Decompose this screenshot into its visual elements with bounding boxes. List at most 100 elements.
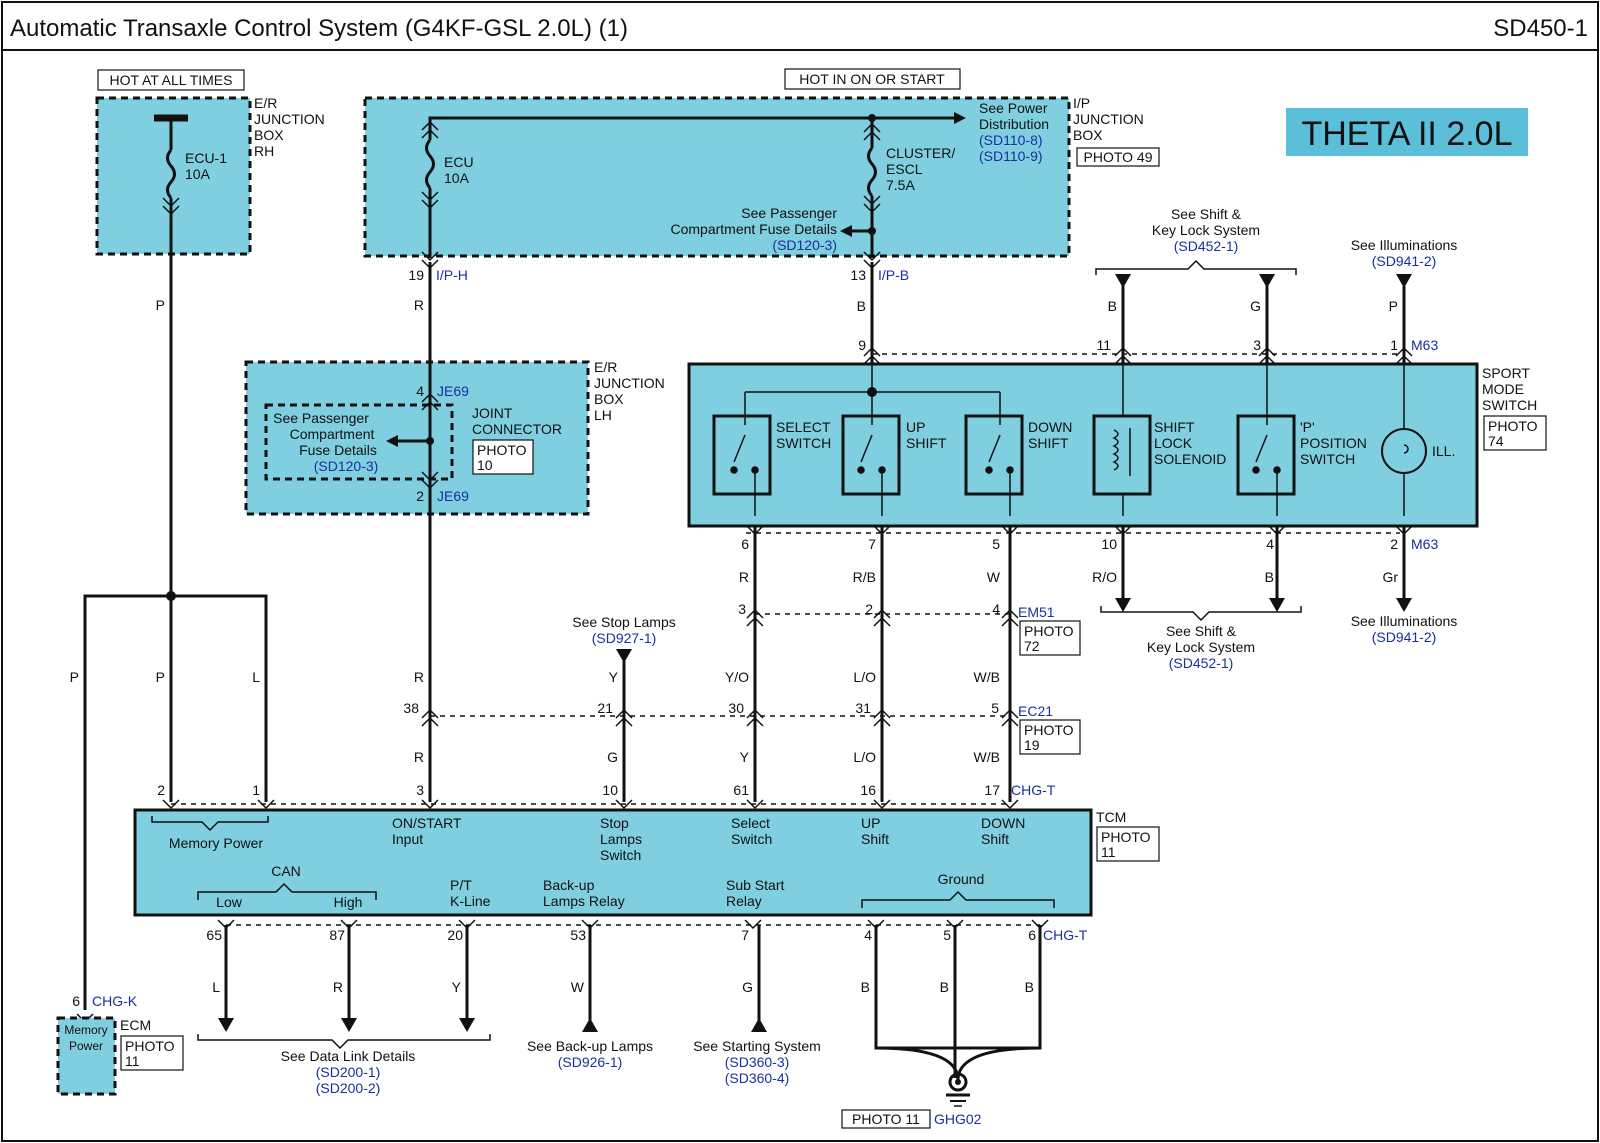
tcm-photo-tag: [1096, 826, 1160, 862]
sport-switch-name-3: SWITCH: [1482, 397, 1537, 413]
ipb-pin: 13: [850, 267, 866, 283]
em51-photo-2: 72: [1024, 638, 1040, 654]
je69-bottom-conn: JE69: [437, 488, 469, 504]
tcm-pin-7: 7: [741, 927, 749, 943]
sw-bot-pin-7: 7: [868, 536, 876, 552]
data-link-ref-1: See Data Link Details: [281, 1048, 416, 1064]
wire-sl-g: G: [1250, 298, 1261, 314]
je69-bottom-pin: 2: [416, 488, 424, 504]
ec21-pin-5: 5: [991, 700, 999, 716]
wire-wb1: W/B: [974, 669, 1000, 685]
tcm-onstart-2: Input: [392, 831, 423, 847]
sw-top-pin-9: 9: [858, 337, 866, 353]
tcm-pin-10: 10: [602, 782, 618, 798]
wire-ill-p: P: [1389, 298, 1398, 314]
sport-switch-photo-tag: [1483, 415, 1547, 451]
ecu-fuse-icon: [425, 139, 435, 189]
m63-top: M63: [1411, 337, 1438, 353]
tcm-backup-1: Back-up: [543, 877, 595, 893]
tcm-memory-power: Memory Power: [169, 835, 263, 851]
em51-pin-3: 3: [738, 601, 746, 617]
starting-ref-2: (SD360-3): [725, 1054, 790, 1070]
wire-pos-b: B: [1265, 569, 1274, 585]
lh-ref-4: (SD120-3): [314, 458, 379, 474]
ecu1-fuse-rating: 10A: [185, 166, 211, 182]
el-select-1: SELECT: [776, 419, 831, 435]
tcm-stop-2: Lamps: [600, 831, 642, 847]
backup-ref-1: See Back-up Lamps: [527, 1038, 653, 1054]
ip-jb-name-1: I/P: [1073, 95, 1090, 111]
tcm-box: [133, 808, 1093, 917]
em51-conn: EM51: [1018, 604, 1055, 620]
chgk-pin: 6: [72, 993, 80, 1009]
ecu1-fuse-icon: [166, 149, 176, 199]
ecm-name: ECM: [120, 1017, 151, 1033]
wire-b1: B: [857, 298, 866, 314]
shift-lock-top-bracket: [1095, 259, 1297, 275]
engine-badge: [1286, 108, 1528, 156]
ip-jb-box: [363, 96, 1071, 258]
tcm-select-1: Select: [731, 815, 770, 831]
wire-lo2: L/O: [853, 749, 876, 765]
sw-bot-pin-10: 10: [1101, 536, 1117, 552]
ec21-pin-30: 30: [728, 700, 744, 716]
stop-ref-2: (SD927-1): [592, 630, 657, 646]
illumination-lamp-icon: [1381, 428, 1427, 474]
power-ref-4: (SD110-9): [979, 148, 1043, 164]
wire-g: G: [607, 749, 618, 765]
ecm-module: 6 CHG-K Memory Power ECM PHOTO 11: [56, 993, 184, 1096]
lh-photo-2: 10: [477, 457, 493, 473]
tcm-pin-16: 16: [860, 782, 876, 798]
shift-lock-solenoid-element: [1092, 414, 1152, 496]
ec21-pin-38: 38: [403, 700, 419, 716]
sw-top-pin-11: 11: [1096, 337, 1111, 353]
ecm-photo-tag: [120, 1035, 184, 1071]
memory-power-bracket: [151, 816, 269, 832]
ill-bot-ref-2: (SD941-2): [1372, 629, 1437, 645]
power-distribution-arrow: [954, 112, 966, 124]
hot-in-on-start-label: HOT IN ON OR START: [799, 71, 945, 87]
er-jb-lh-name-1: E/R: [594, 359, 617, 375]
ground-bracket: [861, 890, 1055, 908]
wire-r3: R: [414, 749, 424, 765]
er-jb-rh-name-2: JUNCTION: [254, 111, 325, 127]
lh-ref-3: Fuse Details: [299, 442, 377, 458]
wire-sel-r: R: [739, 569, 749, 585]
lh-ref-2: Compartment: [290, 426, 375, 442]
wire-p3: P: [70, 669, 79, 685]
el-down-1: DOWN: [1028, 419, 1072, 435]
ip-jb-name-2: JUNCTION: [1073, 111, 1144, 127]
el-solenoid-2: LOCK: [1154, 435, 1193, 451]
el-ill: ILL.: [1432, 443, 1455, 459]
joint-connector-2: CONNECTOR: [472, 421, 562, 437]
wire-p2: P: [156, 669, 165, 685]
ecm-photo-1: PHOTO: [125, 1038, 175, 1054]
tcm-module: TCM PHOTO 11 2 1 3 10 61 16 17 CHG-T Mem…: [133, 782, 1160, 943]
sport-switch-box: [687, 362, 1479, 528]
sport-mode-switch: SPORT MODE SWITCH PHOTO 74: [687, 337, 1547, 552]
er-junction-box-rh: HOT AT ALL TIMES E/R JUNCTION BOX RH ECU…: [95, 69, 325, 256]
tcm-backup-2: Lamps Relay: [543, 893, 625, 909]
joint-connector-1: JOINT: [472, 405, 513, 421]
tcm-down-1: DOWN: [981, 815, 1025, 831]
ecm-inner-1: Memory: [64, 1023, 107, 1037]
cluster-fuse-name-2: ESCL: [886, 161, 923, 177]
ecu1-fuse-name: ECU-1: [185, 150, 227, 166]
em51-pin-4: 4: [992, 601, 1000, 617]
backup-ref-2: (SD926-1): [558, 1054, 623, 1070]
shift-lock-bottom-bracket: [1100, 606, 1302, 622]
tcm-up-2: Shift: [861, 831, 889, 847]
er-junction-box-lh: E/R JUNCTION BOX LH See Passenger Compar…: [244, 359, 665, 516]
wire-p1: P: [156, 297, 165, 313]
lh-photo-tag: [472, 439, 534, 475]
cluster-fuse-icon: [867, 147, 877, 197]
ip-jb-name-3: BOX: [1073, 127, 1103, 143]
tcm-photo-2: 11: [1101, 844, 1116, 860]
pass-fuse-ref-3: (SD120-3): [772, 237, 837, 253]
tcm-select-2: Switch: [731, 831, 772, 847]
pass-fuse-ref-2: Compartment Fuse Details: [670, 221, 837, 237]
chgk-conn: CHG-K: [92, 993, 138, 1009]
el-up-2: SHIFT: [906, 435, 947, 451]
solenoid-coil-icon: [1112, 429, 1119, 471]
